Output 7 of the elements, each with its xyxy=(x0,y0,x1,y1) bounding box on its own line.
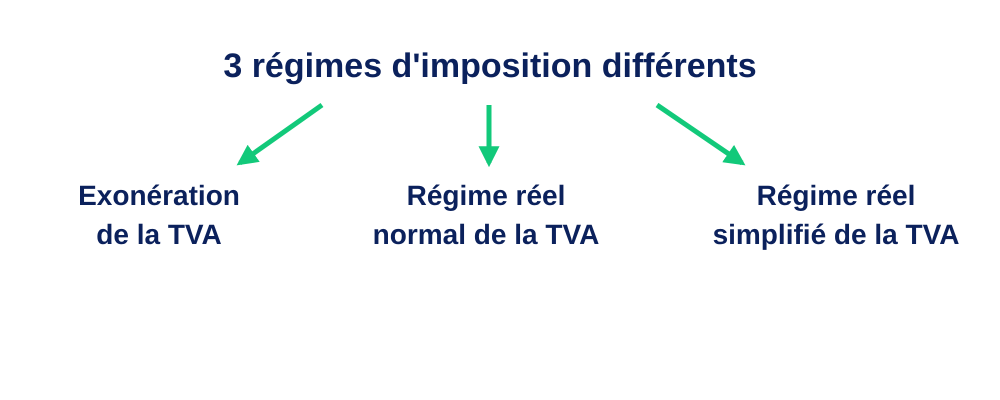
arrow xyxy=(478,105,500,168)
heading-text: 3 régimes d'imposition différents xyxy=(223,46,757,86)
category-label: Régime réel simplifié de la TVA xyxy=(712,179,960,252)
category-label: Régime réel normal de la TVA xyxy=(372,179,600,252)
category-label: Exonération de la TVA xyxy=(77,179,241,252)
arrow xyxy=(656,102,746,166)
arrow xyxy=(236,102,324,166)
